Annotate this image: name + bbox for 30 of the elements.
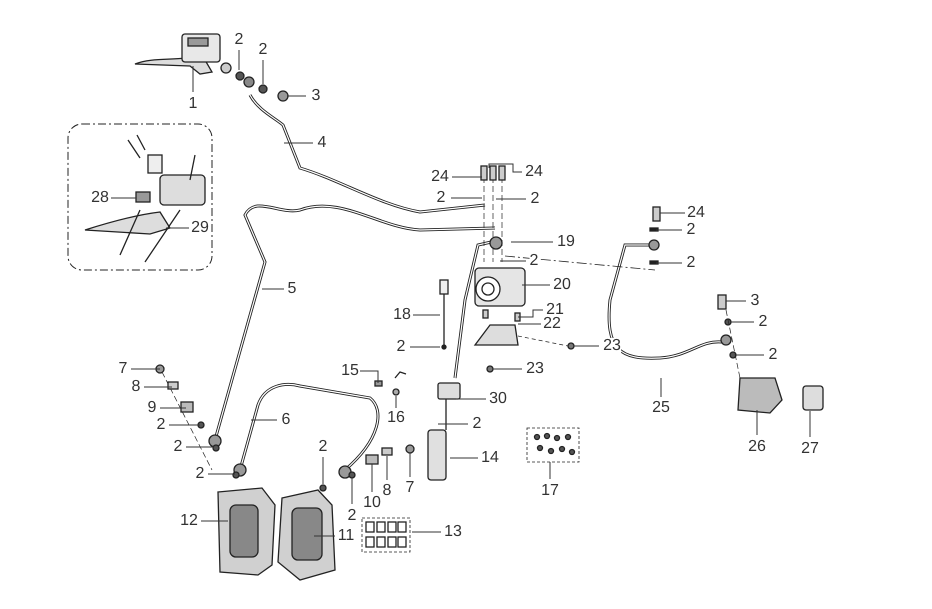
leader-line [168,424,200,426]
leader-line [360,370,378,384]
leader-line [488,164,522,172]
leader-line [518,310,544,318]
leader-line [756,410,758,436]
leader-line [456,398,486,400]
callout-number: 23 [603,338,621,354]
leader-line [410,346,440,348]
leader-line [660,378,662,398]
leader-line [200,520,228,522]
leader-line [186,446,214,448]
leader-line [192,66,194,92]
leader-line [660,212,686,214]
leader-line [386,456,388,480]
leader-line [144,386,172,388]
leader-line [726,300,746,302]
leader-line [284,142,314,144]
leader-line [262,288,284,290]
leader-line [522,284,550,286]
leader-line [492,368,522,370]
leader-line [496,198,526,200]
leader-line [412,314,440,316]
leader-line [736,354,764,356]
leader-line [262,60,264,84]
leader-line [130,368,160,370]
leader-line [322,456,324,484]
leader-line [238,50,240,70]
leader-line [500,260,526,262]
leader-line [656,262,682,264]
leader-line [452,176,482,178]
